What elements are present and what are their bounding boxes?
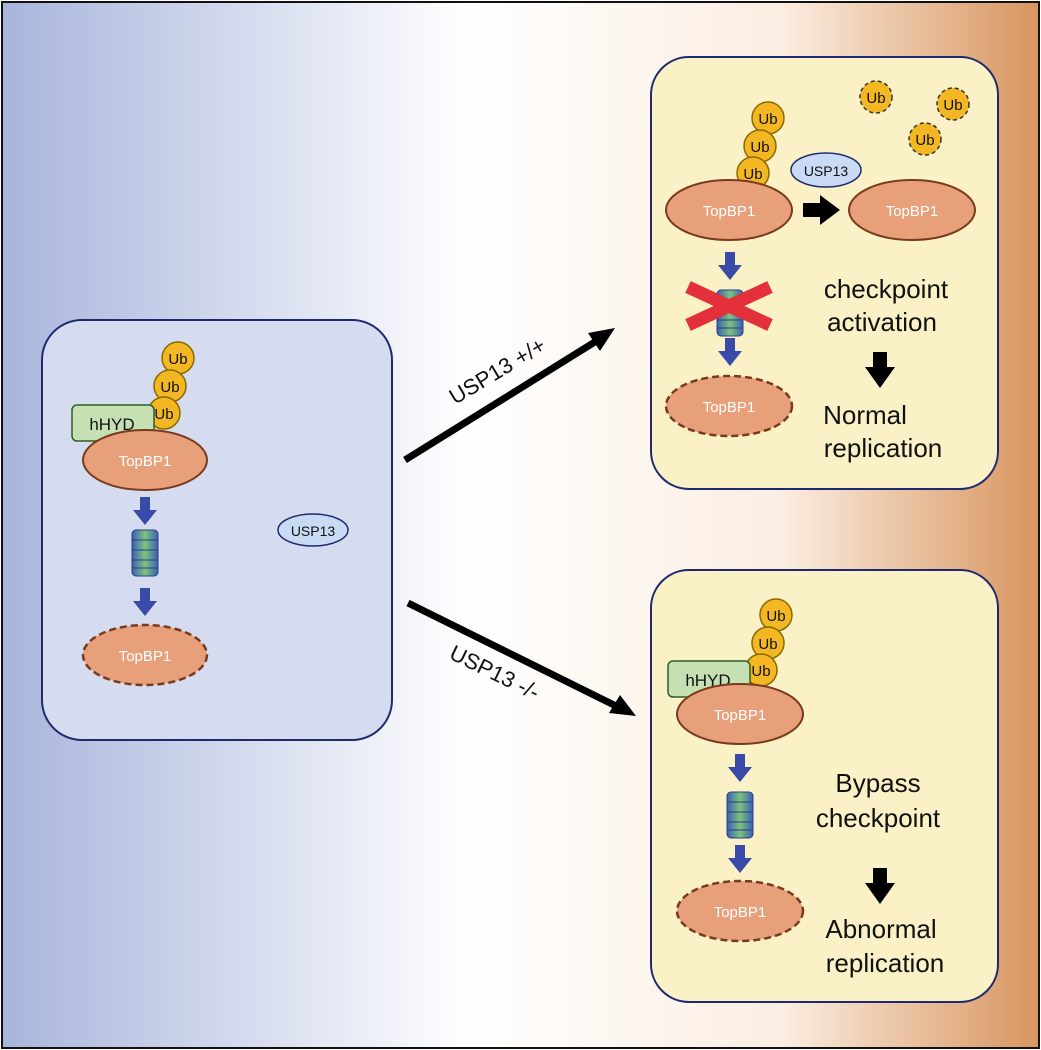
- ub-label: Ub: [866, 90, 885, 107]
- degraded-topbp1: TopBP1: [664, 374, 794, 438]
- ub-label: Ub: [160, 379, 179, 396]
- usp13-label: USP13: [804, 163, 849, 179]
- outcome-text-line1: checkpoint: [824, 274, 949, 304]
- ub-icon: Ub: [153, 369, 187, 403]
- outcome-text-line1: Bypass: [835, 768, 920, 798]
- topbp1-label: TopBP1: [886, 203, 939, 220]
- topbp1-protein: TopBP1: [676, 683, 804, 745]
- usp13-label: USP13: [291, 523, 336, 539]
- ub-label: Ub: [915, 132, 934, 149]
- blocked-cross-icon: [685, 281, 773, 331]
- topbp1-protein: TopBP1: [665, 179, 793, 241]
- ub-icon: Ub: [744, 653, 778, 687]
- hhyd-label: hHYD: [89, 415, 134, 434]
- topbp1-label: TopBP1: [714, 707, 767, 724]
- proteasome-icon: [131, 529, 159, 577]
- topbp1-protein: TopBP1: [82, 429, 208, 491]
- topbp1-protein: TopBP1: [848, 179, 976, 241]
- ub-label: Ub: [750, 139, 769, 156]
- down-arrow-icon: [718, 252, 742, 280]
- right-arrow-icon: [803, 195, 840, 225]
- free-ub-icon: Ub: [859, 80, 893, 114]
- ub-icon: Ub: [161, 341, 195, 375]
- ub-label: Ub: [758, 636, 777, 653]
- proteasome-icon: [726, 791, 754, 839]
- ub-icon: Ub: [751, 101, 785, 135]
- topbp1-label: TopBP1: [119, 648, 172, 665]
- degraded-topbp1: TopBP1: [81, 623, 209, 687]
- free-ub-icon: Ub: [908, 122, 942, 156]
- down-arrow-icon: [728, 845, 752, 873]
- black-down-arrow-icon: [865, 352, 895, 388]
- result-text-line2: replication: [824, 433, 943, 463]
- ub-label: Ub: [154, 406, 173, 423]
- topbp1-label: TopBP1: [714, 904, 767, 921]
- top-right-panel: Ub Ub Ub Ub Ub Ub USP13: [650, 56, 999, 490]
- degraded-topbp1: TopBP1: [675, 879, 805, 943]
- down-arrow-icon: [133, 497, 157, 525]
- outcome-text-line2: activation: [827, 307, 937, 337]
- down-arrow-icon: [133, 588, 157, 616]
- ub-label: Ub: [743, 166, 762, 183]
- outcome-text-line2: checkpoint: [816, 803, 941, 833]
- down-arrow-icon: [728, 754, 752, 782]
- usp13-enzyme: USP13: [277, 513, 349, 547]
- result-text-line2: replication: [826, 948, 945, 978]
- bottom-right-panel: Ub Ub Ub hHYD TopBP1: [650, 569, 999, 1003]
- ub-label: Ub: [943, 97, 962, 114]
- usp13-enzyme: USP13: [790, 152, 862, 188]
- result-text-line1: Abnormal: [825, 914, 936, 944]
- topbp1-label: TopBP1: [703, 203, 756, 220]
- topbp1-label: TopBP1: [119, 453, 172, 470]
- topbp1-label: TopBP1: [703, 399, 756, 416]
- ub-icon: Ub: [147, 396, 181, 430]
- ub-label: Ub: [751, 663, 770, 680]
- left-panel: Ub Ub Ub hHYD TopBP1: [41, 319, 393, 741]
- ub-chain: Ub Ub Ub: [147, 341, 195, 430]
- free-ub-icon: Ub: [936, 87, 970, 121]
- black-down-arrow-icon: [865, 868, 895, 904]
- ub-label: Ub: [766, 608, 785, 625]
- ub-label: Ub: [168, 351, 187, 368]
- ub-chain: Ub Ub Ub: [744, 598, 793, 687]
- result-text-line1: Normal: [823, 400, 907, 430]
- down-arrow-icon: [718, 338, 742, 366]
- ub-icon: Ub: [759, 598, 793, 632]
- ub-label: Ub: [758, 111, 777, 128]
